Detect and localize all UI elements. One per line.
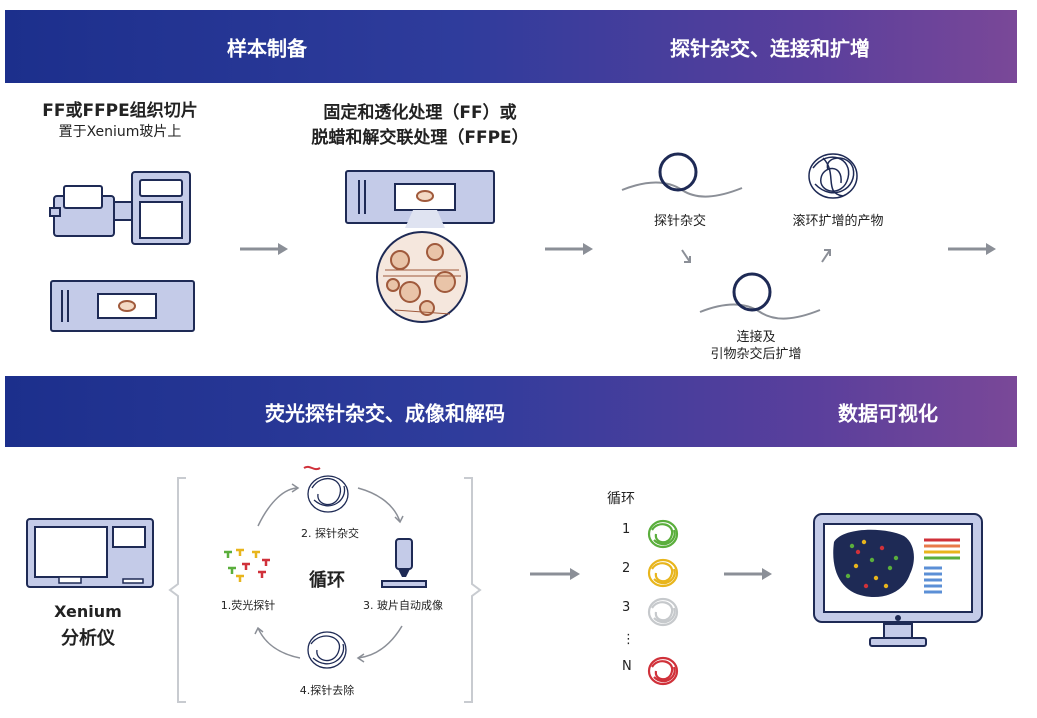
xenium-analyzer-icon xyxy=(26,518,154,588)
step2-line1: 固定和透化处理（FF）或 xyxy=(323,103,517,123)
arrow-icon xyxy=(545,243,593,255)
ligation-label-2: 引物杂交后扩增 xyxy=(710,347,802,362)
banner-top: 样本制备 探针杂交、连接和扩增 xyxy=(5,10,1017,83)
cycle-number-label: 3 xyxy=(622,600,631,615)
probe-hyb-label: 探针杂交 xyxy=(653,214,707,229)
instrument-name: Xenium xyxy=(54,602,122,621)
arrow-icon xyxy=(724,568,772,580)
cycle-number-label: 1 xyxy=(622,522,631,537)
cycle-center-label: 循环 xyxy=(309,570,345,591)
rca-label: 滚环扩增的产物 xyxy=(792,214,884,229)
ligation-label-1: 连接及 xyxy=(736,330,776,345)
cycle-step-1: 1.荧光探针 xyxy=(220,599,276,612)
step1-subtitle: 置于Xenium玻片上 xyxy=(58,124,182,140)
rca-product-icon xyxy=(808,153,858,199)
cycle-number-label: N xyxy=(622,659,632,674)
banner-bottom: 荧光探针杂交、成像和解码 数据可视化 xyxy=(5,376,1017,447)
cycle-step-2: 2. 探针杂交 xyxy=(301,527,359,540)
step2-line2: 脱蜡和解交联处理（FFPE） xyxy=(311,128,529,148)
cycle-step-3: 3. 玻片自动成像 xyxy=(363,599,443,612)
cycle-bracket-right xyxy=(464,477,482,703)
cryostat-icon xyxy=(49,171,191,245)
tissue-magnified-icon xyxy=(376,231,468,323)
fixed-slide-icon xyxy=(345,170,495,228)
banner-probe-hyb: 探针杂交、连接和扩增 xyxy=(670,36,870,60)
ligation-icon xyxy=(699,272,821,320)
probe-hyb-icon xyxy=(621,152,743,198)
step1-title: FF或FFPE组织切片 xyxy=(42,101,198,121)
cycle-number-label: ⋮ xyxy=(622,632,635,647)
banner-sample-prep: 样本制备 xyxy=(227,36,307,60)
cycle-tangle-icon xyxy=(647,597,679,627)
cycle-arcs xyxy=(254,483,404,663)
probe-removal-tangle-icon xyxy=(307,631,347,669)
cycles-title: 循环 xyxy=(607,491,635,507)
fluorescent-probes-icon xyxy=(224,548,270,582)
arrow-icon xyxy=(530,568,580,580)
cycle-number-label: 2 xyxy=(622,561,631,576)
instrument-label: 分析仪 xyxy=(61,628,115,649)
banner-visualization: 数据可视化 xyxy=(838,401,938,425)
cycle-step-4: 4.探针去除 xyxy=(299,684,355,697)
arrow-up-icon xyxy=(821,249,831,263)
banner-imaging: 荧光探针杂交、成像和解码 xyxy=(265,401,505,425)
xenium-slide-icon xyxy=(50,280,195,332)
arrow-down-icon xyxy=(681,249,691,263)
cycle-tangle-icon xyxy=(647,519,679,549)
probe-hyb-tangle-icon xyxy=(303,465,349,513)
arrow-icon xyxy=(948,243,996,255)
monitor-icon xyxy=(813,513,983,647)
cycle-bracket-left xyxy=(168,477,186,703)
microscope-icon xyxy=(381,538,427,588)
cycle-tangle-icon xyxy=(647,656,679,686)
cycle-tangle-icon xyxy=(647,558,679,588)
arrow-icon xyxy=(240,243,288,255)
